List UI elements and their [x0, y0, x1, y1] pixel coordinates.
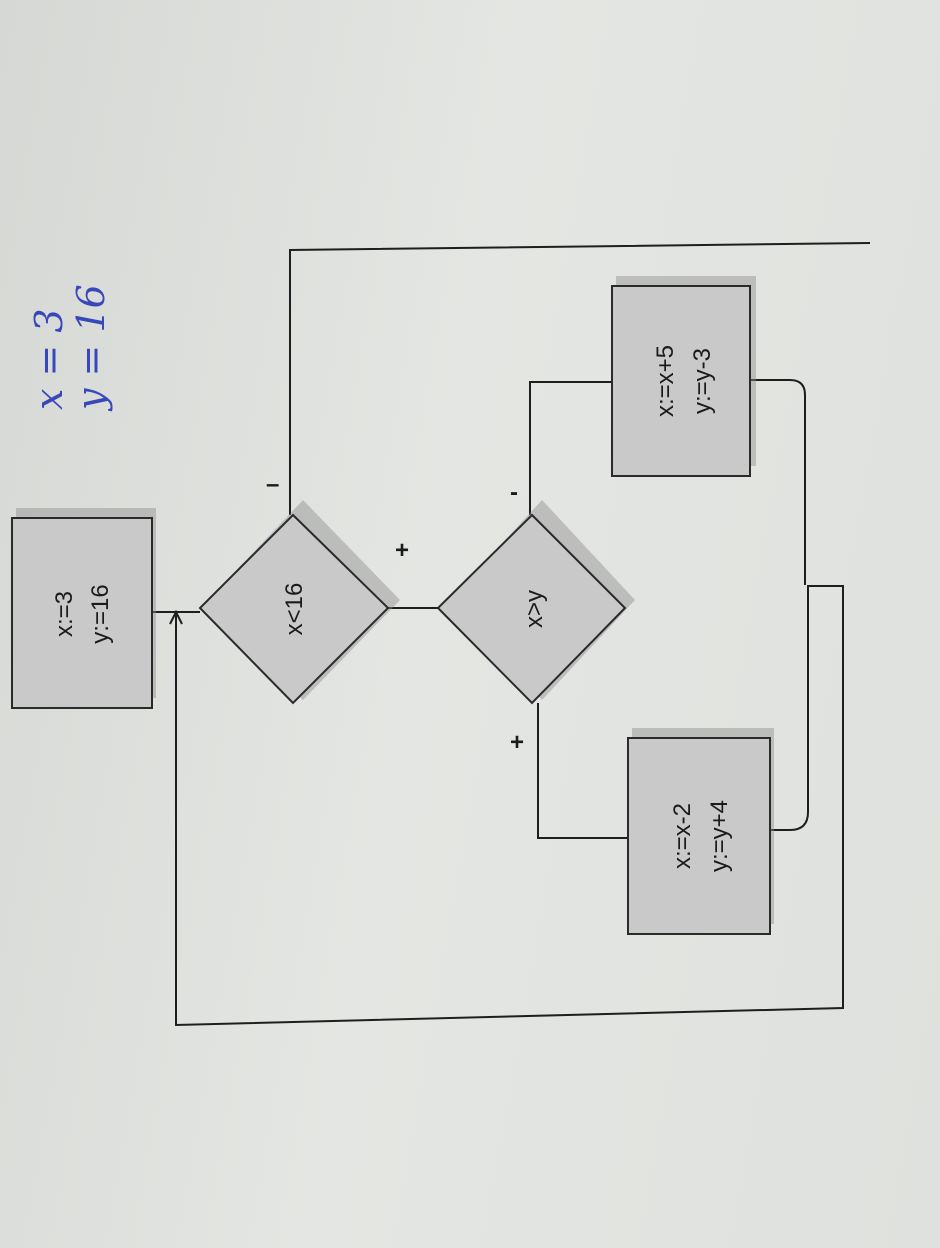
cond2-no-label: - [510, 479, 518, 506]
loop-arrow-head [169, 609, 183, 625]
edge-cond1-no [289, 242, 871, 515]
handwritten-note: x = 3 y = 16 [27, 284, 113, 412]
edge-action-no-out [750, 379, 806, 585]
cond1-no-label: – [266, 471, 279, 498]
block-action-yes: x:=x-2 y:=y+4 [627, 728, 774, 935]
action-no-line1: x:=x+5 [652, 345, 679, 417]
cond1-text: x<16 [281, 583, 308, 636]
edge-action-yes-out [770, 585, 809, 831]
edge-cond2-yes [537, 703, 628, 839]
connectors [152, 242, 871, 1027]
cond1-yes-label: + [395, 537, 409, 564]
action-yes-line2: y:=y+4 [706, 800, 733, 872]
block-action-no: x:=x+5 y:=y-3 [611, 276, 756, 477]
block-init: x:=3 y:=16 [11, 508, 156, 709]
edge-cond2-no [529, 381, 612, 515]
cond2-yes-label: + [510, 729, 524, 756]
action-no-line2: y:=y-3 [689, 348, 716, 414]
action-yes-line1: x:=x-2 [669, 803, 696, 869]
cond2-text: x>y [521, 590, 548, 628]
edge-loop-back [175, 585, 844, 1027]
handwritten-y: y = 16 [69, 284, 113, 412]
decision-x-lt-16: x<16 + – [198, 471, 409, 705]
init-line1: x:=3 [51, 591, 78, 637]
handwritten-x: x = 3 [27, 308, 71, 410]
init-line2: y:=16 [87, 584, 114, 643]
decision-x-gt-y: x>y + - [436, 479, 635, 756]
